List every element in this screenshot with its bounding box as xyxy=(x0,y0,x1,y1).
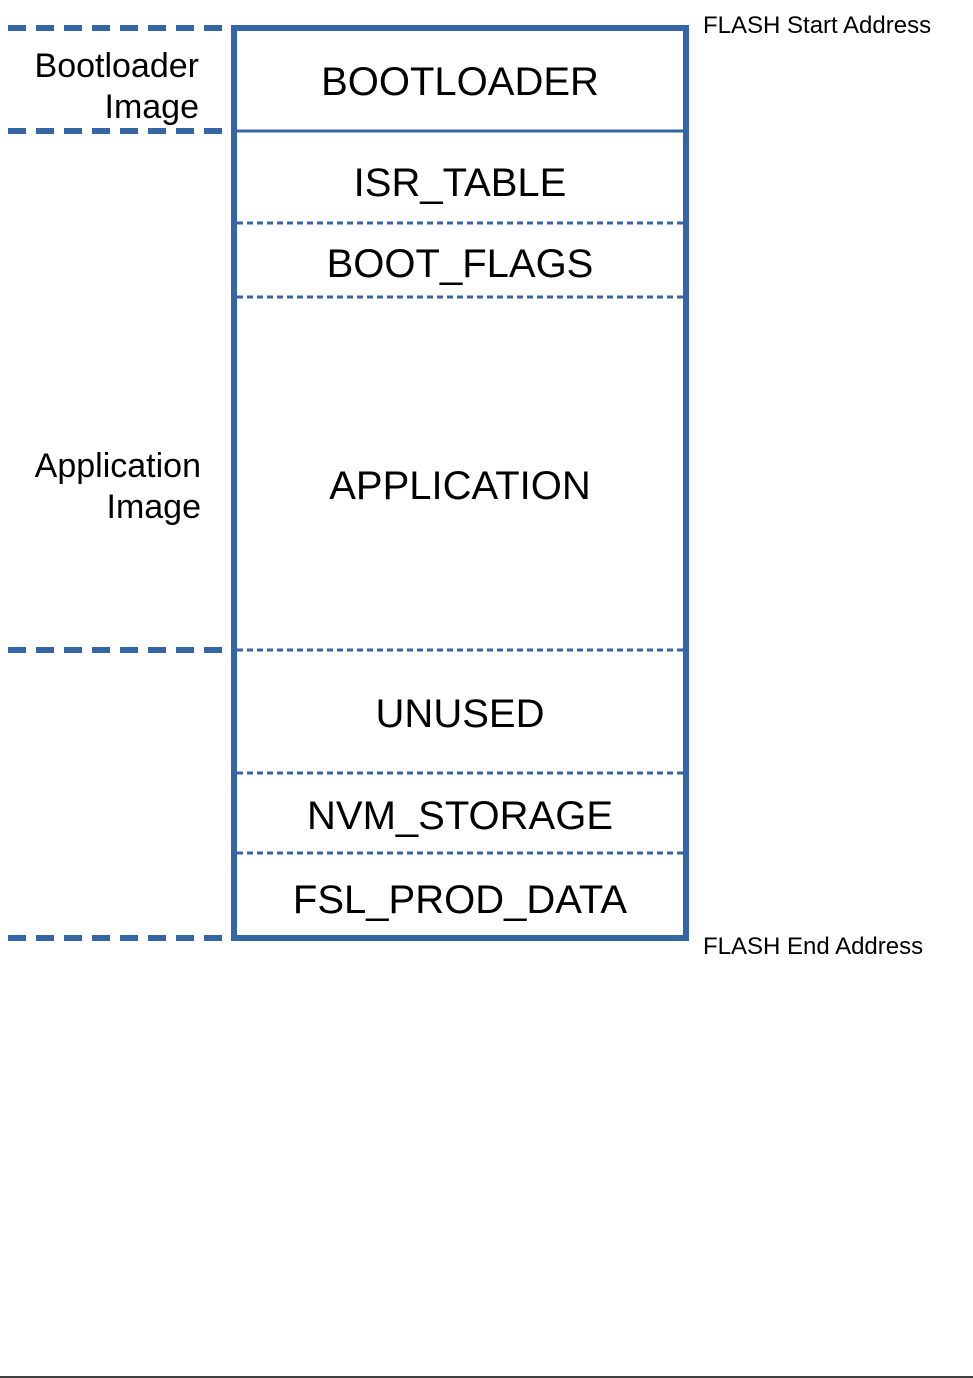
region-label-unused: UNUSED xyxy=(376,692,545,736)
region-label-isr-table: ISR_TABLE xyxy=(354,161,567,205)
region-label-nvm-storage: NVM_STORAGE xyxy=(307,794,613,838)
bootloader-image-label-line2: Image xyxy=(105,88,200,126)
bootloader-image-label-line1: Bootloader xyxy=(35,47,199,85)
flash-memory-box xyxy=(231,25,689,941)
region-label-boot-flags: BOOT_FLAGS xyxy=(327,242,594,286)
flash-start-address-label: FLASH Start Address xyxy=(703,12,931,39)
application-image-label-line2: Image xyxy=(107,488,202,526)
application-image-label-line1: Application xyxy=(35,447,201,485)
flash-end-address-label: FLASH End Address xyxy=(703,933,923,960)
region-label-application: APPLICATION xyxy=(329,464,591,508)
region-label-bootloader: BOOTLOADER xyxy=(321,60,599,104)
region-label-fsl-prod-data: FSL_PROD_DATA xyxy=(293,878,627,922)
